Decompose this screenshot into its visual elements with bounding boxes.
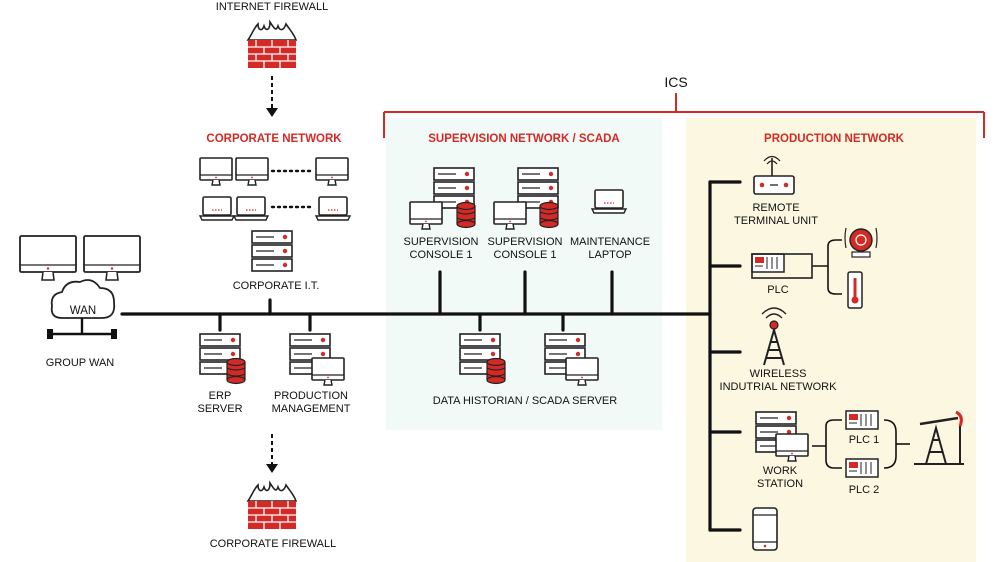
ics-label: ICS — [664, 74, 688, 90]
monitor-icon — [199, 157, 233, 186]
maintenance-laptop-icon — [591, 189, 627, 214]
laptop-icon — [315, 196, 351, 221]
plc-2-label: PLC 2 — [848, 484, 880, 496]
label-line: MAINTENANCE — [569, 236, 651, 248]
database-icon — [456, 201, 476, 229]
alarm-bell-icon — [844, 227, 878, 258]
label-line: MANAGEMENT — [271, 403, 351, 415]
database-icon — [486, 357, 506, 385]
monitor-icon — [315, 157, 349, 186]
label-line: CONSOLE 1 — [493, 249, 557, 261]
oil-pump-icon — [914, 410, 964, 465]
corporate-firewall-icon — [247, 482, 297, 530]
label-line: REMOTE — [752, 202, 800, 214]
supervision-network-label: SUPERVISION NETWORK / SCADA — [428, 133, 620, 145]
plc-1-icon — [845, 410, 879, 430]
label-line: LAPTOP — [588, 249, 632, 261]
wireless-tower-icon — [761, 307, 787, 366]
thermometer-icon — [847, 271, 863, 309]
label-line: WIRELESS — [749, 368, 807, 380]
database-icon — [539, 201, 559, 229]
phone-icon — [752, 507, 778, 551]
corporate-network-label: CORPORATE NETWORK — [206, 133, 342, 145]
label-line: SUPERVISION — [403, 236, 479, 248]
rtu-icon — [753, 155, 795, 195]
label-line: WORK — [762, 465, 798, 477]
rtu-label: REMOTE TERMINAL UNIT — [734, 202, 818, 228]
data-historian-label: DATA HISTORIAN / SCADA SERVER — [432, 395, 618, 407]
internet-firewall-icon — [247, 21, 297, 69]
production-management-label: PRODUCTION MANAGEMENT — [272, 390, 351, 416]
laptop-icon — [233, 196, 269, 221]
arrow-down-icon — [266, 434, 278, 473]
production-links — [812, 239, 910, 469]
erp-server-label: ERP SERVER — [197, 390, 242, 416]
wan-label: WAN — [69, 305, 97, 317]
corporate-firewall-label: CORPORATE FIREWALL — [209, 538, 337, 550]
label-line: TERMINAL UNIT — [734, 215, 818, 227]
production-zone — [686, 118, 976, 562]
work-station-label: WORK STATION — [757, 465, 803, 491]
label-line: CONSOLE 1 — [409, 249, 473, 261]
plc-outline — [751, 253, 813, 279]
corporate-workstations — [199, 157, 351, 221]
ics-bracket — [383, 93, 985, 138]
corporate-it-server-icon — [251, 230, 293, 272]
label-line: STATION — [756, 478, 804, 490]
label-line: PRODUCTION — [274, 390, 348, 402]
plc-1-label: PLC 1 — [848, 434, 880, 446]
label-line: INDUTRIAL NETWORK — [719, 381, 837, 393]
laptop-icon — [199, 196, 235, 221]
corporate-it-label: CORPORATE I.T. — [232, 280, 320, 292]
database-icon — [226, 357, 246, 385]
plc-2-icon — [845, 458, 879, 478]
plc-label: PLC — [767, 284, 789, 296]
group-wan-label: GROUP WAN — [45, 357, 115, 369]
monitor-icon — [311, 357, 345, 386]
arrow-down-icon — [266, 76, 278, 117]
label-line: ERP — [208, 390, 232, 402]
production-network-label: PRODUCTION NETWORK — [764, 133, 904, 145]
maintenance-laptop-label: MAINTENANCE LAPTOP — [570, 236, 650, 262]
wireless-network-label: WIRELESS INDUTRIAL NETWORK — [720, 368, 837, 394]
label-line: SERVER — [197, 403, 243, 415]
supervision-console-label: SUPERVISION CONSOLE 1 — [404, 236, 479, 262]
network-bus — [120, 180, 742, 532]
group-wan-icon — [19, 235, 141, 339]
supervision-console-label: SUPERVISION CONSOLE 1 — [488, 236, 563, 262]
plc-icon — [751, 253, 785, 273]
label-line: SUPERVISION — [487, 236, 563, 248]
monitor-icon — [235, 157, 269, 186]
internet-firewall-label: INTERNET FIREWALL — [215, 1, 329, 13]
